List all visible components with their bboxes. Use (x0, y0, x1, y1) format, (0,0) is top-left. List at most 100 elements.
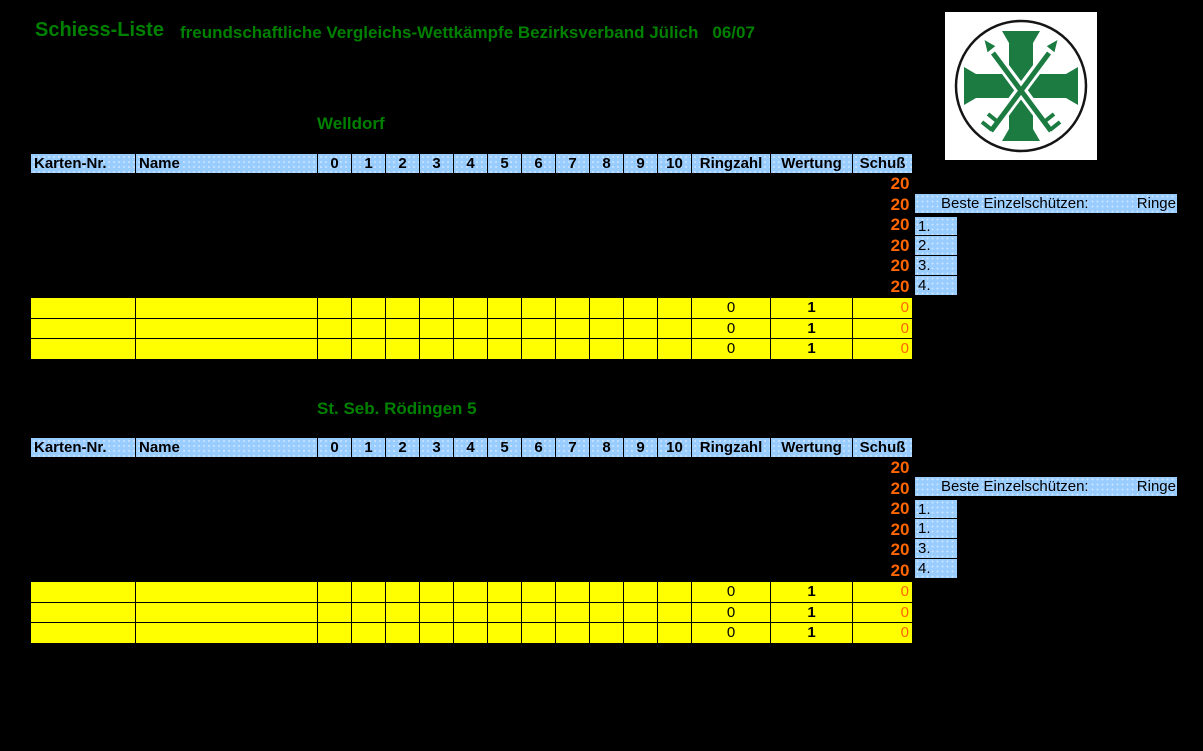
total-schuss[interactable]: 0 (852, 297, 913, 319)
header-cell-5[interactable]: 5 (487, 437, 522, 458)
total-cell[interactable] (351, 581, 386, 603)
total-cell[interactable] (521, 338, 556, 360)
total-ringzahl[interactable]: 0 (691, 297, 771, 319)
total-cell[interactable] (317, 581, 352, 603)
schuss-cell[interactable]: 20 (890, 276, 910, 296)
total-wertung[interactable]: 1 (770, 601, 853, 623)
shooter-cells[interactable] (31, 256, 853, 277)
shooter-cells[interactable] (31, 540, 853, 561)
header-cell-4[interactable]: 4 (453, 437, 488, 458)
header-cell-3[interactable]: 3 (419, 153, 454, 174)
total-cell[interactable] (555, 622, 590, 644)
header-cell-1[interactable]: 1 (351, 437, 386, 458)
total-cell[interactable] (385, 601, 420, 623)
total-cell[interactable] (555, 601, 590, 623)
shooter-cells[interactable] (31, 479, 853, 500)
header-cell-7[interactable]: 7 (555, 437, 590, 458)
best-shooters-header[interactable]: Beste Einzelschützen: Ringe (915, 477, 1177, 496)
header-cell-2[interactable]: 2 (385, 437, 420, 458)
total-cell[interactable] (30, 297, 136, 319)
header-cell-schuss[interactable]: Schuß (852, 153, 913, 174)
total-cell[interactable] (419, 317, 454, 339)
schuss-cell[interactable]: 20 (890, 540, 910, 560)
total-wertung[interactable]: 1 (770, 297, 853, 319)
header-cell-6[interactable]: 6 (521, 437, 556, 458)
total-cell[interactable] (385, 338, 420, 360)
header-cell-ringzahl[interactable]: Ringzahl (691, 153, 771, 174)
total-cell[interactable] (317, 338, 352, 360)
rank-cell[interactable]: 4. (915, 559, 957, 579)
rank-cell[interactable]: 1. (915, 519, 957, 539)
total-cell[interactable] (555, 317, 590, 339)
shooter-cells[interactable] (31, 174, 853, 195)
total-cell[interactable] (30, 601, 136, 623)
total-wertung[interactable]: 1 (770, 622, 853, 644)
rank-cell[interactable]: 1. (915, 499, 957, 519)
total-cell[interactable] (623, 338, 658, 360)
shooter-cells[interactable] (31, 458, 853, 479)
schuss-cell[interactable]: 20 (890, 235, 910, 255)
header-cell-2[interactable]: 2 (385, 153, 420, 174)
total-cell[interactable] (487, 622, 522, 644)
total-cell[interactable] (589, 317, 624, 339)
total-cell[interactable] (135, 317, 318, 339)
total-cell[interactable] (135, 622, 318, 644)
best-shooters-header[interactable]: Beste Einzelschützen: Ringe (915, 194, 1177, 213)
total-cell[interactable] (385, 297, 420, 319)
total-cell[interactable] (521, 297, 556, 319)
schuss-cell[interactable]: 20 (890, 256, 910, 276)
rank-cell[interactable]: 1. (915, 216, 957, 236)
total-cell[interactable] (623, 622, 658, 644)
shooter-cells[interactable] (31, 499, 853, 520)
total-cell[interactable] (521, 601, 556, 623)
header-cell-8[interactable]: 8 (589, 153, 624, 174)
total-cell[interactable] (135, 601, 318, 623)
total-cell[interactable] (487, 297, 522, 319)
total-cell[interactable] (657, 622, 692, 644)
schuss-cell[interactable]: 20 (890, 174, 910, 194)
total-ringzahl[interactable]: 0 (691, 622, 771, 644)
schuss-cell[interactable]: 20 (890, 560, 910, 580)
total-cell[interactable] (135, 581, 318, 603)
total-cell[interactable] (385, 622, 420, 644)
header-cell-name[interactable]: Name (135, 153, 318, 174)
rank-cell[interactable]: 3. (915, 539, 957, 559)
shooter-cells[interactable] (31, 561, 853, 582)
total-cell[interactable] (351, 338, 386, 360)
header-cell-karten-nr[interactable]: Karten-Nr. (30, 437, 136, 458)
shooter-cells[interactable] (31, 277, 853, 298)
total-cell[interactable] (317, 622, 352, 644)
total-cell[interactable] (453, 317, 488, 339)
total-cell[interactable] (487, 581, 522, 603)
header-cell-wertung[interactable]: Wertung (770, 153, 853, 174)
total-cell[interactable] (419, 622, 454, 644)
total-cell[interactable] (453, 581, 488, 603)
shooter-cells[interactable] (31, 236, 853, 257)
total-cell[interactable] (589, 297, 624, 319)
total-wertung[interactable]: 1 (770, 338, 853, 360)
rank-cell[interactable]: 2. (915, 236, 957, 256)
total-schuss[interactable]: 0 (852, 338, 913, 360)
total-cell[interactable] (657, 601, 692, 623)
total-cell[interactable] (589, 581, 624, 603)
total-cell[interactable] (453, 622, 488, 644)
header-cell-schuss[interactable]: Schuß (852, 437, 913, 458)
total-ringzahl[interactable]: 0 (691, 581, 771, 603)
total-cell[interactable] (317, 317, 352, 339)
total-cell[interactable] (317, 601, 352, 623)
schuss-cell[interactable]: 20 (890, 458, 910, 478)
total-cell[interactable] (589, 601, 624, 623)
header-cell-0[interactable]: 0 (317, 437, 352, 458)
header-cell-7[interactable]: 7 (555, 153, 590, 174)
total-schuss[interactable]: 0 (852, 581, 913, 603)
total-cell[interactable] (30, 317, 136, 339)
total-schuss[interactable]: 0 (852, 601, 913, 623)
header-cell-karten-nr[interactable]: Karten-Nr. (30, 153, 136, 174)
total-ringzahl[interactable]: 0 (691, 317, 771, 339)
header-cell-8[interactable]: 8 (589, 437, 624, 458)
total-cell[interactable] (351, 317, 386, 339)
header-cell-0[interactable]: 0 (317, 153, 352, 174)
total-ringzahl[interactable]: 0 (691, 601, 771, 623)
header-cell-6[interactable]: 6 (521, 153, 556, 174)
header-cell-name[interactable]: Name (135, 437, 318, 458)
